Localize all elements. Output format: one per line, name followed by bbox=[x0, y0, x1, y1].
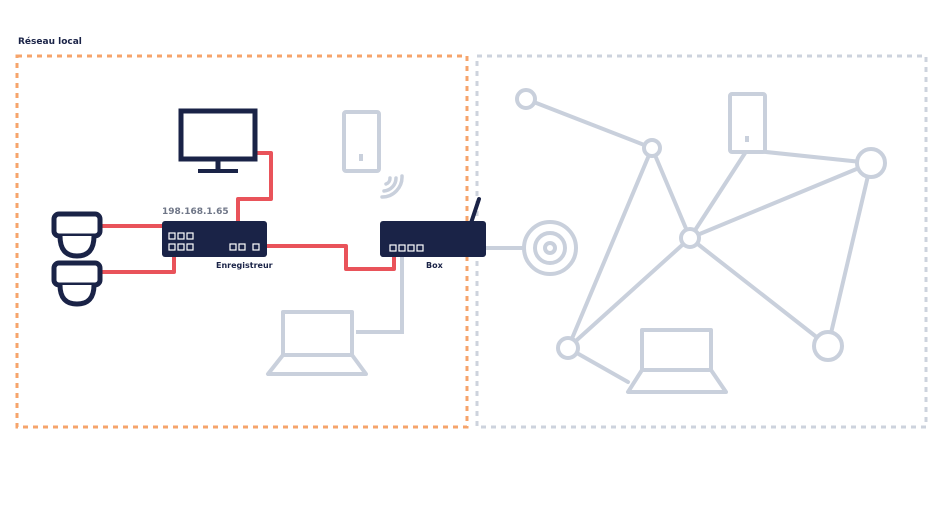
local-network-title: Réseau local bbox=[18, 37, 82, 47]
recorder-label: Enregistreur bbox=[216, 261, 273, 270]
internet-target-icon bbox=[522, 220, 578, 276]
local-laptop-icon bbox=[266, 310, 368, 376]
laptop-wire bbox=[356, 250, 404, 334]
recorder-ip-address: 198.168.1.65 bbox=[162, 207, 229, 217]
mesh-node bbox=[812, 330, 844, 362]
local-network-border bbox=[15, 54, 469, 429]
monitor-icon bbox=[178, 108, 258, 173]
local-phone-icon bbox=[342, 110, 381, 173]
internet-laptop-icon bbox=[626, 328, 728, 394]
recorder-device bbox=[162, 221, 267, 257]
mesh-node bbox=[642, 138, 662, 158]
mesh-node bbox=[855, 147, 887, 179]
router-label: Box bbox=[426, 261, 443, 270]
internet-phone-icon bbox=[728, 92, 767, 154]
router-device bbox=[380, 197, 486, 257]
camera-icon bbox=[51, 260, 103, 307]
mesh-node bbox=[515, 88, 537, 110]
mesh-hub-node bbox=[679, 227, 701, 249]
camera-icon bbox=[51, 211, 103, 259]
wifi-icon bbox=[380, 174, 404, 199]
mesh-node bbox=[556, 336, 580, 360]
internet-mesh-edges bbox=[484, 97, 873, 384]
